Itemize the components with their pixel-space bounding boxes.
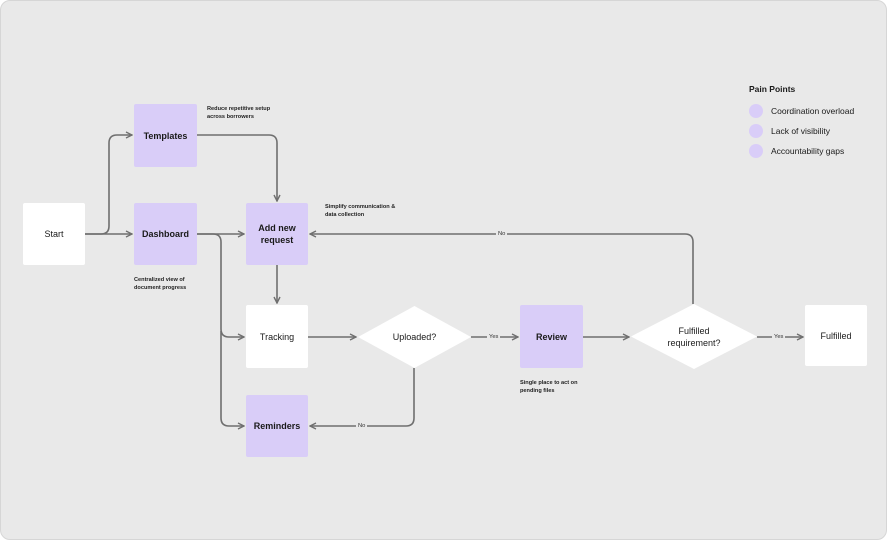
legend-swatch <box>749 144 763 158</box>
uploaded-decision: Uploaded? <box>358 306 471 368</box>
reminders-node: Reminders <box>246 395 308 457</box>
legend-title: Pain Points <box>749 84 796 94</box>
legend-item-label: Coordination overload <box>771 106 855 116</box>
uploaded-yes-label: Yes <box>487 333 501 341</box>
edge-dashboard-reminders <box>220 331 244 426</box>
legend-item: Coordination overload <box>749 104 854 118</box>
legend-item: Lack of visibility <box>749 124 830 138</box>
fulfilled-no-label: No <box>496 230 508 238</box>
legend-item-label: Accountability gaps <box>771 146 845 156</box>
fulfilled-yes-label: Yes <box>772 333 786 341</box>
dashboard-note: Centralized view of document progress <box>134 277 187 291</box>
edge-dashboard-tracking <box>197 233 244 337</box>
review-note: Single place to act on pending files <box>520 380 578 394</box>
review-node: Review <box>520 305 583 368</box>
legend-item-label: Lack of visibility <box>771 126 831 136</box>
templates-node: Templates <box>134 104 197 167</box>
start-node: Start <box>23 203 85 265</box>
edge-uploaded-reminders <box>310 368 415 426</box>
legend-swatch <box>749 124 763 138</box>
fulfilled-requirement-decision: Fulfilled requirement? <box>631 304 757 369</box>
legend-swatch <box>749 104 763 118</box>
add-request-note: Simplify communication & data collection <box>325 204 396 218</box>
templates-note: Reduce repetitive setup across borrowers <box>207 106 271 120</box>
add-request-node: Add new request <box>246 203 308 265</box>
fulfilled-requirement-label: Fulfilled requirement? <box>667 325 721 348</box>
decision-diamond-shape <box>631 304 757 369</box>
dashboard-node: Dashboard <box>134 203 197 265</box>
decision-diamond-shape <box>358 306 471 368</box>
legend-item: Accountability gaps <box>749 144 844 158</box>
edge-start-templates <box>85 135 132 235</box>
uploaded-decision-label: Uploaded? <box>392 332 437 342</box>
edge-templates-add-request <box>197 134 277 201</box>
uploaded-no-label: No <box>356 422 368 430</box>
fulfilled-node: Fulfilled <box>805 305 867 366</box>
edge-fulfilled-req-add-request <box>310 234 694 304</box>
tracking-node: Tracking <box>246 305 308 368</box>
